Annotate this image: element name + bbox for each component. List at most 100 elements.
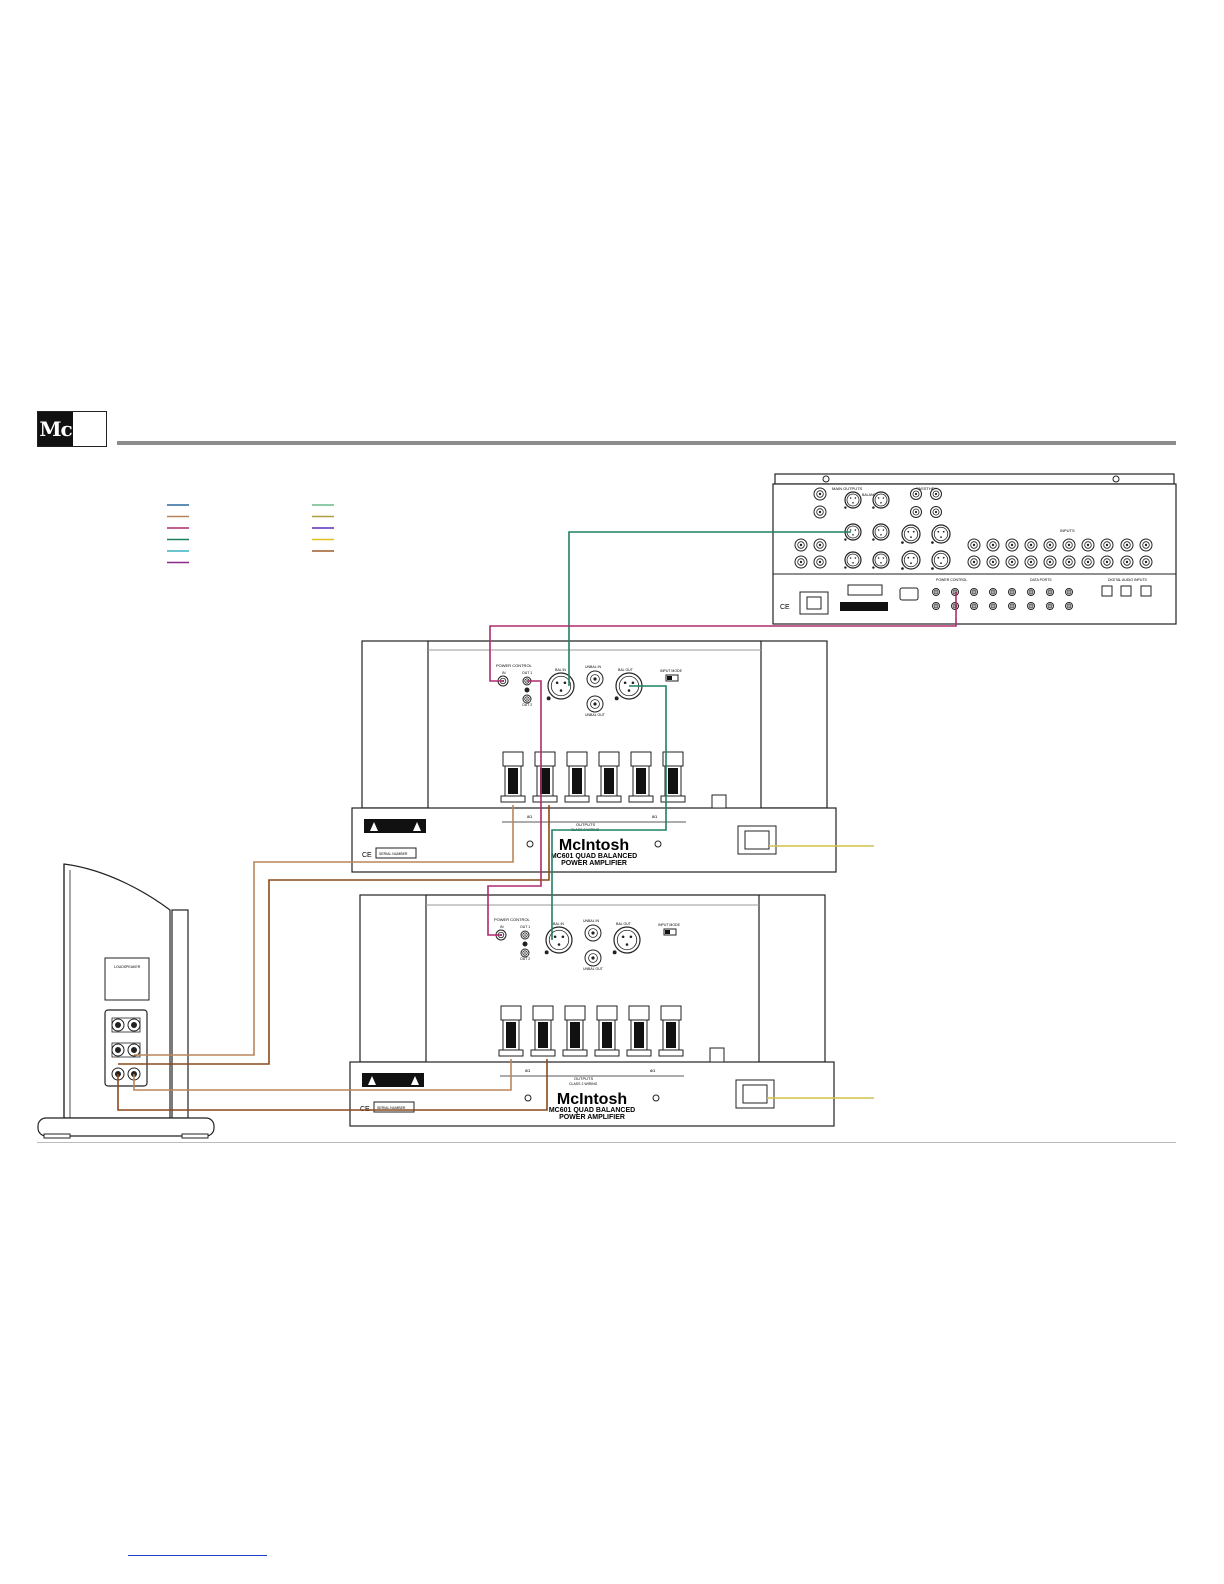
preamp-control-jack-pin bbox=[973, 591, 975, 593]
preamp-digital-port bbox=[1101, 585, 1113, 597]
amp-top-speaker-terminals bbox=[500, 751, 686, 803]
amp-bottom-input-jacks bbox=[495, 924, 641, 967]
preamp-xlr-jack-pin bbox=[877, 557, 880, 559]
preamp-input-rca-pin bbox=[1048, 543, 1052, 547]
preamp-xlr-input-screw bbox=[931, 567, 934, 570]
amp-top-type: POWER AMPLIFIER bbox=[561, 860, 627, 867]
preamp-input-rca-pin bbox=[1029, 543, 1033, 547]
preamp-xlr-jack-screw bbox=[872, 566, 875, 569]
preamp-control-jack-pin bbox=[1011, 605, 1013, 607]
preamp-input-rca-pin bbox=[1048, 560, 1052, 564]
preamp-input-rca-pin bbox=[1029, 560, 1033, 564]
speaker-label: LOUDSPEAKER bbox=[114, 965, 141, 969]
amp-bottom-ohm-left: 8Ω bbox=[525, 1068, 530, 1073]
terminal-base bbox=[626, 1049, 652, 1057]
preamp-control-jack-pin bbox=[1049, 605, 1051, 607]
bal-in-jack-inner bbox=[548, 929, 570, 951]
power-out2-jack-pin bbox=[526, 698, 528, 700]
preamp-control-jack-pin bbox=[992, 605, 994, 607]
preamp-xlr-jack-pin bbox=[849, 497, 852, 499]
terminal-cap bbox=[532, 1005, 554, 1021]
preamp-xlr-jack-screw bbox=[844, 566, 847, 569]
preamp-input-rca-pin bbox=[1144, 543, 1148, 547]
amplifier-bottom: POWER CONTROL IN OUT 1 OUT 2 BAL IN UNBA… bbox=[349, 894, 835, 1127]
preamp-passthru-jack-pin bbox=[914, 510, 918, 514]
preamp-xlr-input-pin bbox=[937, 530, 940, 533]
preamp-input-rca-pin bbox=[972, 543, 976, 547]
power-indicator bbox=[524, 687, 530, 693]
preamp-balanced-label: BALANCED bbox=[862, 493, 881, 497]
terminal-cap bbox=[534, 751, 556, 767]
amp-top-power-control-label: POWER CONTROL bbox=[496, 663, 533, 668]
bal-out-jack-pin bbox=[627, 689, 631, 692]
terminal-label bbox=[570, 1022, 580, 1048]
amp-bottom-power-control-label: POWER CONTROL bbox=[494, 917, 531, 922]
terminal-label bbox=[668, 768, 678, 794]
preamp-control-jack-pin bbox=[1049, 591, 1051, 593]
preamp-xlr-input-pin bbox=[942, 530, 945, 533]
preamp-xlr-input-pin bbox=[940, 536, 942, 539]
preamp-xlr-jack-pin bbox=[849, 557, 852, 559]
bal-in-jack-pin bbox=[561, 935, 565, 939]
bal-out-jack-inner bbox=[616, 929, 638, 951]
preamp-rca-jack-pin bbox=[818, 560, 822, 564]
bal-out-jack-pin bbox=[629, 935, 633, 939]
power-out2-jack-pin bbox=[524, 952, 526, 954]
terminal-base bbox=[532, 795, 558, 803]
preamp-xlr-input-pin bbox=[907, 530, 910, 533]
svg-text:CE: CE bbox=[780, 604, 790, 611]
terminal-cap bbox=[596, 1005, 618, 1021]
amp-bottom-outputs-label: OUTPUTS bbox=[574, 1076, 593, 1081]
loudspeaker: LOUDSPEAKER bbox=[37, 863, 215, 1139]
preamp-power-control-label: POWER CONTROL bbox=[936, 578, 967, 582]
amp-top-brand: McIntosh bbox=[559, 837, 629, 854]
header-rule bbox=[117, 441, 1176, 445]
terminal-label bbox=[604, 768, 614, 794]
terminal-base bbox=[628, 795, 654, 803]
preamp-xlr-jack-pin bbox=[854, 529, 857, 531]
preamp-input-rca-pin bbox=[1144, 560, 1148, 564]
cable bbox=[133, 1059, 512, 1091]
terminal-base bbox=[564, 795, 590, 803]
terminal-label bbox=[602, 1022, 612, 1048]
terminal-cap bbox=[598, 751, 620, 767]
cable bbox=[118, 805, 550, 1065]
preamp-xlr-input-inner bbox=[903, 552, 919, 568]
preamp-digital-port bbox=[1140, 585, 1152, 597]
bal-out-jack-screw bbox=[614, 696, 619, 701]
power-indicator bbox=[522, 941, 528, 947]
amp-top-out1-label: OUT 1 bbox=[522, 671, 532, 675]
preamp-xlr-jack-pin bbox=[882, 497, 885, 499]
preamp-xlr-input-pin bbox=[907, 556, 910, 559]
mcintosh-logo: Mc bbox=[37, 411, 107, 447]
unbal-out-jack-pin bbox=[591, 956, 595, 960]
amp-top-input-mode-label: INPUT MODE bbox=[660, 669, 683, 673]
amp-bottom-in-label: IN bbox=[500, 925, 504, 929]
terminal-label bbox=[506, 1022, 516, 1048]
preamp-data-ports-label: DATA PORTS bbox=[1030, 578, 1052, 582]
preamp-digital-inputs-label: DIGITAL AUDIO INPUTS bbox=[1108, 578, 1148, 582]
preamp-xlr-input-pin bbox=[910, 562, 912, 565]
cable bbox=[551, 685, 667, 940]
preamp-xlr-jack-pin bbox=[880, 502, 882, 504]
amp-bottom-out1-label: OUT 1 bbox=[520, 925, 530, 929]
terminal-cap bbox=[500, 1005, 522, 1021]
amp-bottom-unbal-in-label: UNBAL IN bbox=[583, 919, 599, 923]
bal-out-jack-pin bbox=[625, 943, 629, 946]
preamp-control-jack-pin bbox=[1030, 591, 1032, 593]
bal-out-jack-pin bbox=[623, 681, 627, 685]
amp-top-serial-label: SERIAL NUMBER bbox=[379, 852, 408, 856]
preamp-passthru-jack-pin bbox=[914, 492, 918, 496]
binding-post-center bbox=[115, 1047, 121, 1053]
logo-mark: Mc bbox=[38, 412, 73, 446]
bal-out-jack-screw bbox=[612, 950, 617, 955]
amp-bottom-unbal-out-label: UNBAL OUT bbox=[583, 967, 604, 971]
terminal-cap bbox=[502, 751, 524, 767]
amp-top-model: MC601 QUAD BALANCED bbox=[551, 853, 637, 860]
preamp-digital-port bbox=[1120, 585, 1132, 597]
binding-post-center bbox=[131, 1047, 137, 1053]
preamp-xlr-jack-pin bbox=[852, 562, 854, 564]
preamp-xlr-jack-pin bbox=[852, 502, 854, 504]
preamp-input-rca-pin bbox=[1010, 543, 1014, 547]
preamp-xlr-jack-screw bbox=[844, 506, 847, 509]
